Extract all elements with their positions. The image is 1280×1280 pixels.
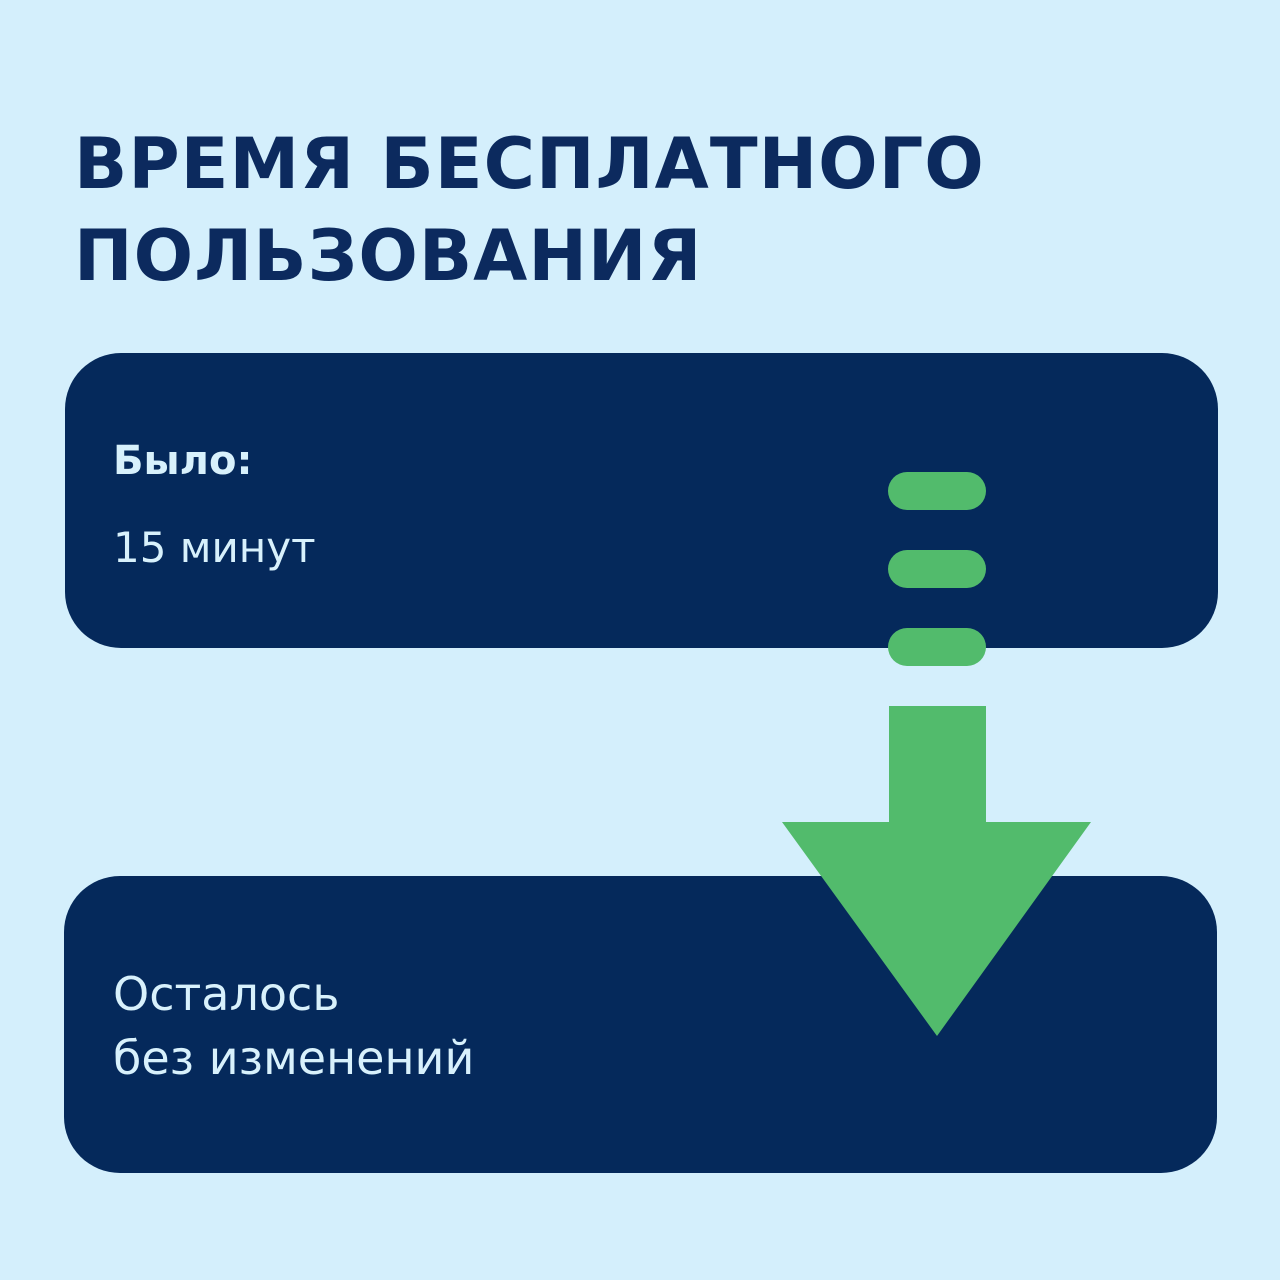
after-line-1: Осталось — [113, 967, 340, 1021]
title-line-1: ВРЕМЯ БЕСПЛАТНОГО — [74, 123, 985, 205]
before-card — [65, 353, 1218, 648]
before-label: Было: — [113, 438, 253, 484]
page-title: ВРЕМЯ БЕСПЛАТНОГО ПОЛЬЗОВАНИЯ — [74, 118, 985, 302]
after-line-2: без изменений — [113, 1031, 475, 1085]
after-value: Осталось без изменений — [113, 962, 474, 1090]
title-line-2: ПОЛЬЗОВАНИЯ — [74, 215, 703, 297]
before-value: 15 минут — [113, 523, 316, 572]
